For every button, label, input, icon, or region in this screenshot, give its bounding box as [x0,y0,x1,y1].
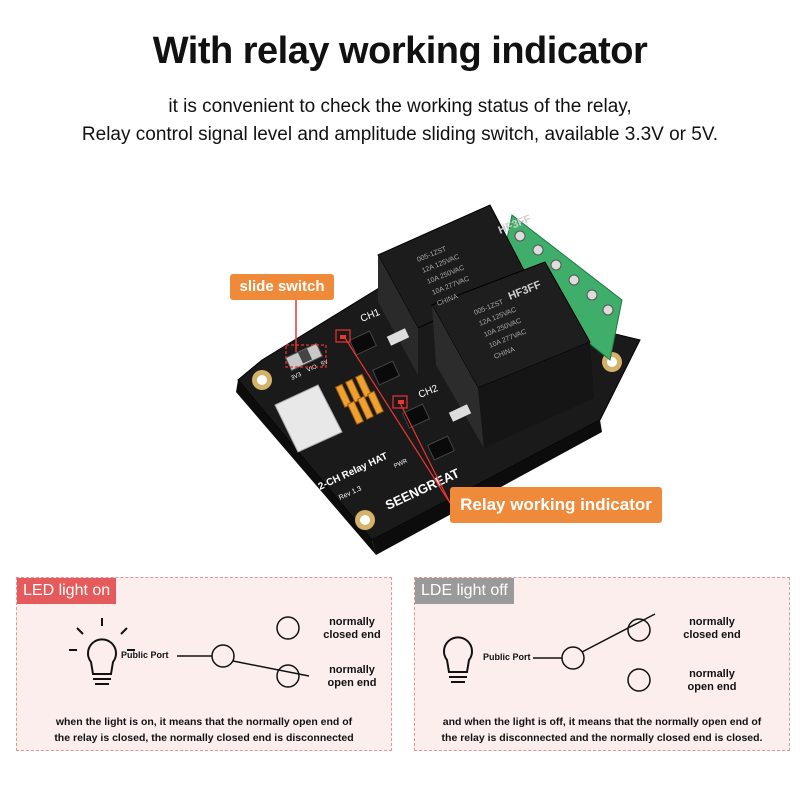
closed-end-line-1: normally [689,616,735,628]
switch-arm-closed [232,660,310,677]
closed-end-line-2: closed end [683,629,741,641]
public-port-label: Public Port [121,650,169,660]
normally-closed-contact [627,618,651,642]
subtitle-line-1: it is convenient to check the working st… [168,96,632,117]
panel-off-tag: LDE light off [415,578,514,604]
indicator-callout-line-1 [344,337,451,504]
indicator-callout-line-2 [399,402,451,504]
open-end-line-2: open end [687,681,737,693]
subtitle-line-2: Relay control signal level and amplitude… [81,124,719,145]
panel-off-desc-1: and when the light is off, it means that… [442,716,762,728]
slide-switch-callout: slide switch [230,274,334,300]
page-title: With relay working indicator [152,30,648,72]
closed-end-label: normally closed end [317,616,387,642]
pin-header [334,373,384,425]
pcb-edge [236,380,376,555]
open-end-line-1: normally [689,668,735,680]
panel-on-desc-1: when the light is on, it means that the … [55,716,353,728]
chip [348,330,378,356]
relay-indicator-callout: Relay working indicator [450,487,662,523]
pwr-label: PWR [393,458,409,470]
closed-end-line-1: normally [329,616,375,628]
chip [426,435,456,461]
open-end-line-1: normally [329,664,375,676]
bulb-off-icon [443,636,473,683]
vio-label: VIO [306,364,318,374]
panel-light-on: LED light on Public Port normally closed… [16,577,392,751]
open-end-line-2: open end [327,677,377,689]
public-port-contact [211,644,235,668]
panel-on-desc-2: the relay is closed, the normally closed… [54,732,354,744]
led-ch1-icon [340,335,346,339]
normally-open-contact [276,664,300,688]
bulb-on-icon [69,618,135,685]
public-port-contact [561,646,585,670]
panel-on-tag: LED light on [17,578,117,604]
v5-label: 5V [320,359,329,368]
switch-arm-open [581,613,656,653]
closed-end-line-2: closed end [323,629,381,641]
closed-end-label: normally closed end [677,616,747,642]
public-port-label: Public Port [483,652,531,662]
panel-off-desc-2: the relay is disconnected and the normal… [441,732,763,744]
chip [371,360,401,386]
normally-open-contact [627,668,651,692]
led-ch2-icon [398,400,404,404]
v3v3-label: 3V3 [290,372,303,382]
light-off-diagram [443,613,656,692]
light-on-diagram [69,616,310,688]
panel-light-off: LDE light off Public Port normally close… [414,577,790,751]
open-end-label: normally open end [677,668,747,694]
normally-closed-contact [276,616,300,640]
jst-connector [274,384,343,453]
open-end-label: normally open end [317,664,387,690]
